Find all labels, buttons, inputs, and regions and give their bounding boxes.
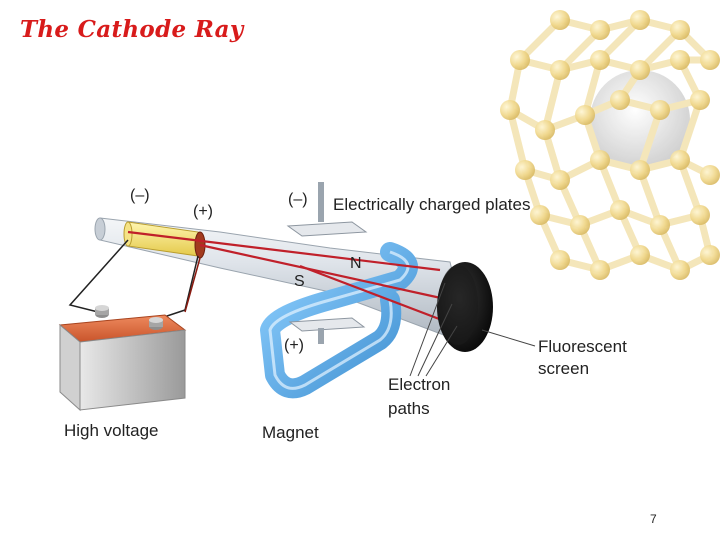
anode-charge-label: (+) (193, 203, 213, 220)
battery-label: High voltage (64, 421, 159, 440)
screen-label-line2: screen (538, 359, 589, 378)
page-number: 7 (650, 512, 657, 526)
screen-label-line1: Fluorescent (538, 337, 627, 356)
bottom-plate-charge-label: (+) (284, 337, 304, 354)
battery (60, 305, 185, 410)
north-pole-label: N (350, 255, 362, 272)
fluorescent-screen (437, 262, 493, 352)
south-pole-label: S (294, 273, 305, 290)
paths-label-line1: Electron (388, 375, 450, 394)
magnet-label: Magnet (262, 423, 319, 442)
plates-label: Electrically charged plates (333, 195, 530, 214)
top-plate-charge-label: (–) (288, 191, 308, 208)
paths-label-line2: paths (388, 399, 430, 418)
cathode-charge-label: (–) (130, 187, 150, 204)
